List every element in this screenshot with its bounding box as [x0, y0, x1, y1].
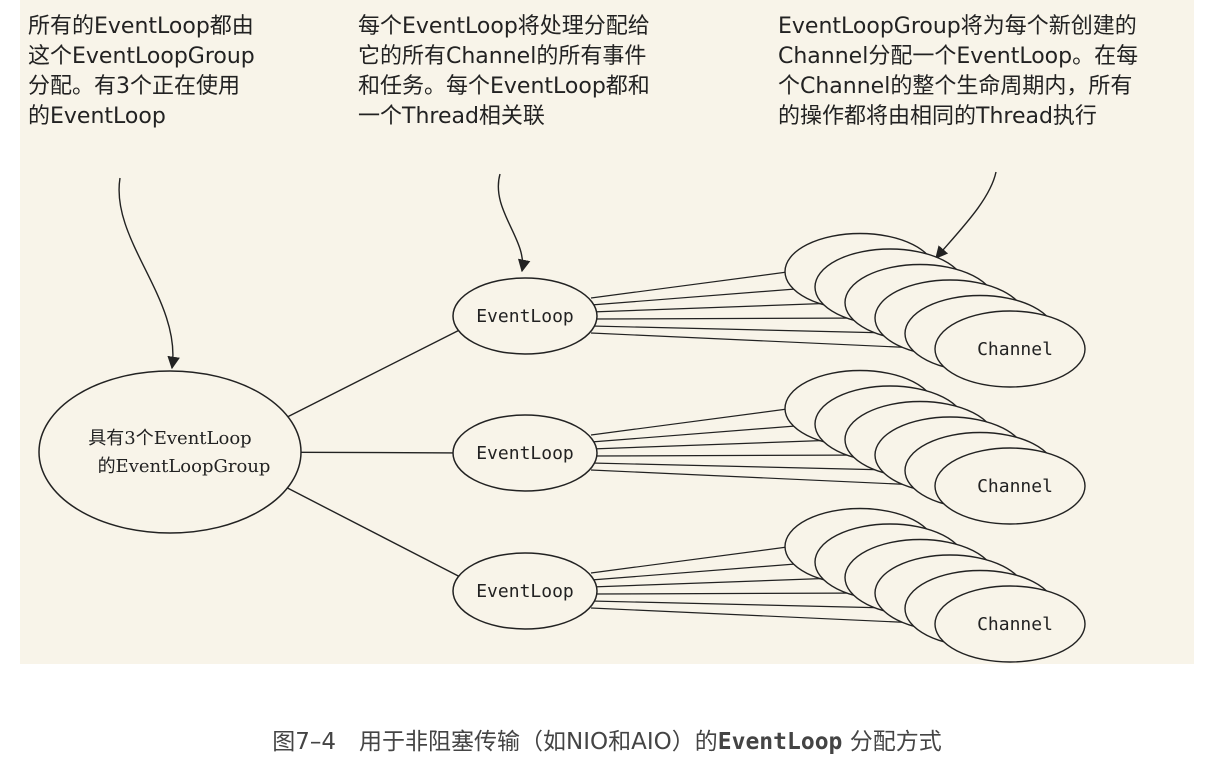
- eventloop-to-channel-line: [590, 561, 822, 581]
- annotation-right-line: Channel分配一个EventLoop。在每: [778, 44, 1139, 69]
- annotation-middle-line: 它的所有Channel的所有事件: [358, 44, 647, 69]
- eventloop-to-channel-line: [590, 607, 942, 625]
- annotation-right-line: EventLoopGroup将为每个新创建的: [778, 14, 1137, 39]
- eventloop-to-channel-line: [590, 407, 792, 436]
- annotation-left-line: 这个EventLoopGroup: [28, 44, 255, 69]
- eventloop-to-channel-line: [590, 286, 822, 306]
- annotation-arrow: [935, 171, 997, 259]
- eventloop-to-channel-line: [590, 462, 912, 472]
- figure-caption: 图7–4 用于非阻塞传输（如NIO和AIO）的EventLoop 分配方式: [0, 722, 1214, 756]
- group-to-eventloop-line: [299, 451, 456, 454]
- annotation-middle-line: 一个Thread相关联: [358, 104, 545, 129]
- eventloop-to-channel-line: [590, 454, 882, 457]
- eventloop-to-channel-line: [590, 317, 882, 320]
- annotation-left-line: 的EventLoop: [28, 104, 166, 129]
- eventloop-ellipse: [452, 414, 598, 492]
- caption-suffix: 分配方式: [842, 729, 942, 755]
- annotation-left-line: 分配。有3个正在使用: [28, 74, 240, 99]
- group-label-line-1: 具有3个EventLoop: [88, 428, 251, 449]
- eventloop-to-channel-line: [590, 332, 942, 350]
- channel-fan-lines: [590, 407, 942, 487]
- eventloop-label: EventLoop: [476, 443, 574, 464]
- group-label-line-2: 的EventLoopGroup: [98, 456, 271, 477]
- annotation-left: 所有的EventLoop都由 这个EventLoopGroup 分配。有3个正在…: [28, 12, 255, 132]
- eventloop-to-channel-line: [590, 438, 852, 450]
- caption-code: EventLoop: [717, 729, 843, 755]
- eventloop-node: EventLoop: [452, 552, 598, 630]
- channel-label: Channel: [977, 339, 1053, 360]
- channel-stack: Channel: [784, 232, 1086, 388]
- eventloop-to-channel-line: [590, 423, 822, 443]
- eventloop-to-channel-line: [590, 469, 942, 487]
- eventloop-ellipse: [452, 277, 598, 355]
- channel-node: [934, 310, 1086, 388]
- eventloop-group-node: 具有3个EventLoop 的EventLoopGroup: [38, 370, 302, 534]
- annotation-middle-line: 每个EventLoop将处理分配给: [358, 14, 650, 39]
- eventloop-to-channel-line: [590, 545, 792, 574]
- annotation-arrow: [497, 173, 531, 273]
- annotation-right-line: 个Channel的整个生命周期内，所有: [778, 74, 1133, 99]
- eventloop-ellipse: [452, 552, 598, 630]
- annotation-left-line: 所有的EventLoop都由: [28, 14, 254, 39]
- channel-node: [934, 447, 1086, 525]
- eventloop-node: EventLoop: [452, 414, 598, 492]
- group-to-eventloop-line: [285, 328, 462, 419]
- annotation-right-line: 的操作都将由相同的Thread执行: [778, 104, 1097, 129]
- eventloop-to-channel-line: [590, 600, 912, 610]
- channel-fan-lines: [590, 545, 942, 625]
- channel-fan-lines: [590, 270, 942, 350]
- annotation-middle: 每个EventLoop将处理分配给 它的所有Channel的所有事件 和任务。每…: [358, 12, 650, 132]
- caption-prefix: 图7–4 用于非阻塞传输（如NIO和AIO）的: [272, 729, 718, 755]
- eventloop-to-channel-line: [590, 576, 852, 588]
- annotation-arrow: [118, 177, 180, 370]
- annotation-right: EventLoopGroup将为每个新创建的 Channel分配一个EventL…: [778, 12, 1138, 132]
- group-connectors: [285, 328, 462, 579]
- eventloop-label: EventLoop: [476, 306, 574, 327]
- eventloop-node: EventLoop: [452, 277, 598, 355]
- annotation-middle-line: 和任务。每个EventLoop都和: [358, 74, 650, 99]
- channel-stack: Channel: [784, 507, 1086, 663]
- channel-label: Channel: [977, 476, 1053, 497]
- channel-label: Channel: [977, 614, 1053, 635]
- eventloop-to-channel-line: [590, 270, 792, 299]
- eventloop-to-channel-line: [590, 301, 852, 313]
- eventloop-label: EventLoop: [476, 581, 574, 602]
- eventloop-to-channel-line: [590, 592, 882, 595]
- channel-stack: Channel: [784, 369, 1086, 525]
- channel-node: [934, 585, 1086, 663]
- group-to-eventloop-line: [285, 486, 462, 579]
- eventloop-to-channel-line: [590, 325, 912, 335]
